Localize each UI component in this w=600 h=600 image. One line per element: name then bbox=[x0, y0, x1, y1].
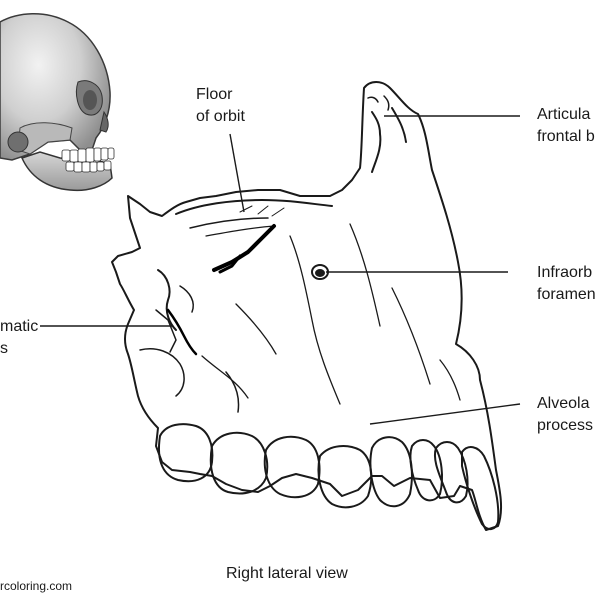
label-zygomatic-line2: s bbox=[0, 340, 8, 357]
label-zygomatic-line1: matic bbox=[0, 318, 39, 335]
label-articular-frontal-line1: Articula bbox=[537, 106, 591, 123]
label-infraorbital-line1: Infraorb bbox=[537, 264, 593, 281]
leader-floor-of-orbit bbox=[229, 133, 245, 213]
skull-thumbnail bbox=[0, 13, 115, 192]
label-floor-of-orbit-line2: of orbit bbox=[196, 108, 245, 125]
label-articular-frontal: Articula frontal b bbox=[537, 104, 595, 148]
label-alveolar: Alveola process bbox=[537, 393, 593, 437]
view-caption: Right lateral view bbox=[226, 565, 348, 582]
label-articular-frontal-line2: frontal b bbox=[537, 128, 595, 145]
label-floor-of-orbit: Floor of orbit bbox=[196, 84, 245, 128]
watermark-text: rcoloring.com bbox=[0, 579, 73, 593]
label-zygomatic: matic s bbox=[0, 316, 38, 360]
maxilla-bone bbox=[111, 81, 503, 531]
label-infraorbital: Infraorb foramen bbox=[537, 262, 596, 306]
label-alveolar-line1: Alveola bbox=[537, 395, 590, 412]
leader-alveolar bbox=[369, 403, 521, 425]
leader-lines bbox=[40, 115, 521, 425]
label-infraorbital-line2: foramen bbox=[537, 286, 596, 303]
label-floor-of-orbit-line1: Floor bbox=[196, 86, 233, 103]
label-alveolar-line2: process bbox=[537, 417, 594, 434]
